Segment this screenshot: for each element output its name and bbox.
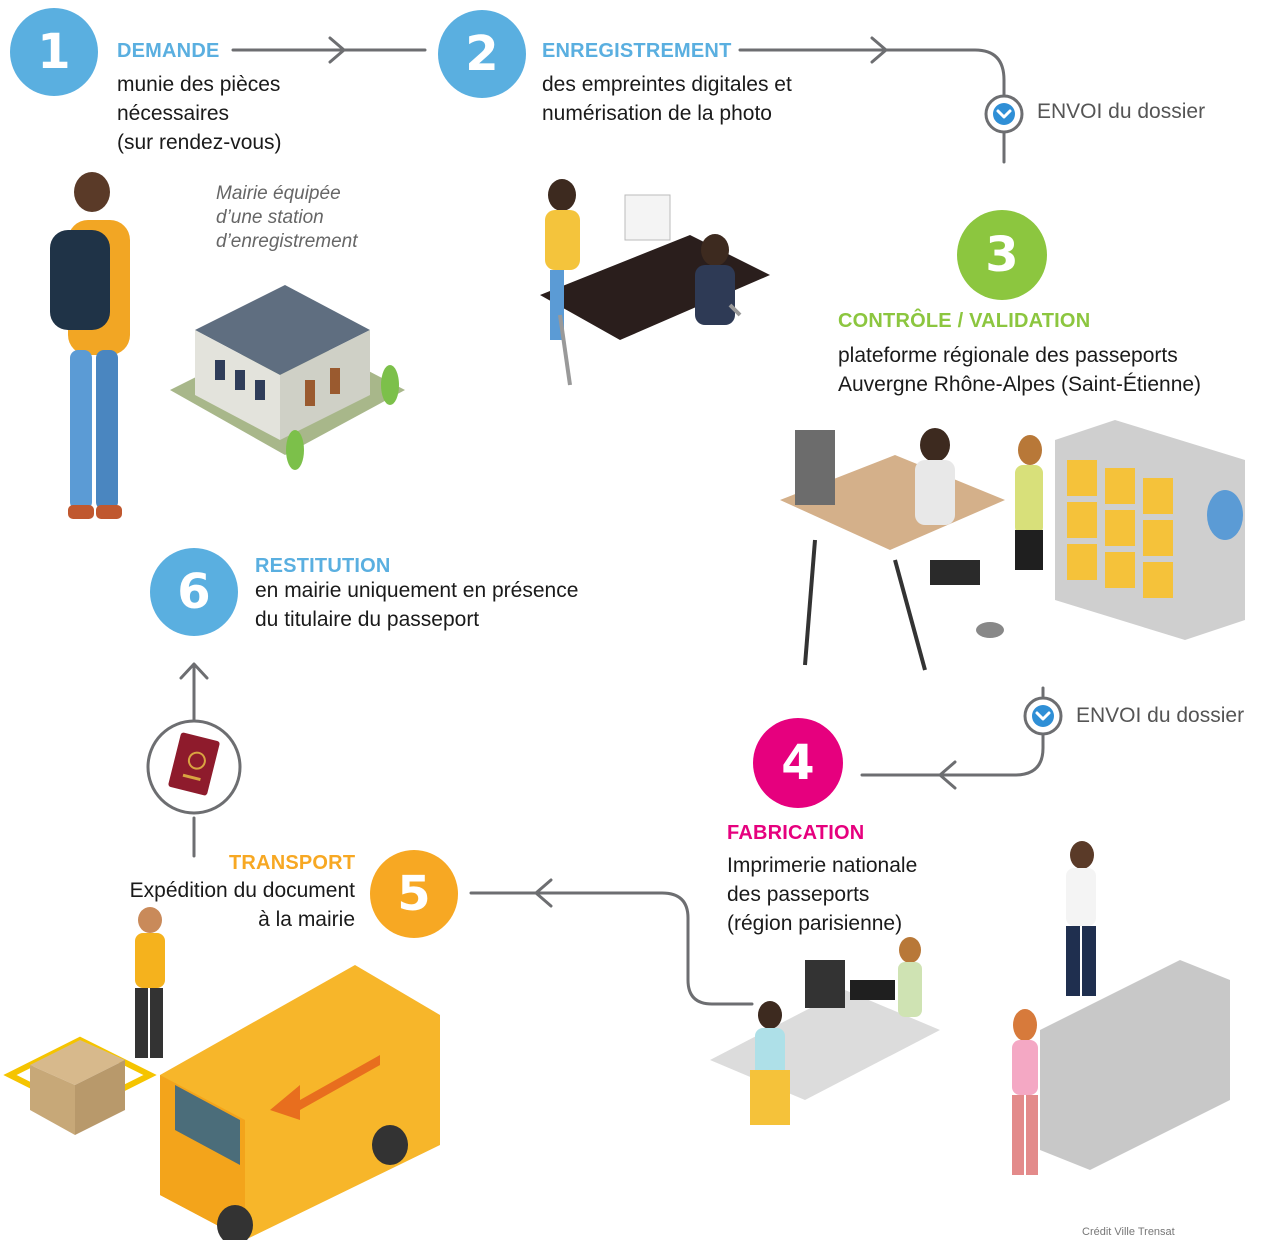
validation-office-illustration [780,420,1245,671]
step-4-title: FABRICATION [727,822,865,844]
town-hall-illustration [170,285,405,470]
step-5-title: TRANSPORT [229,852,356,874]
step-6-description: en mairie uniquement en présence du titu… [255,579,579,631]
passport-factory-illustration [710,841,1230,1175]
passport-icon [146,719,242,815]
step-2-title: ENREGISTREMENT [542,40,732,62]
connector-2-3 [738,48,1006,98]
step-4-badge: 4 [753,718,843,808]
arrow-left-icon [938,760,957,790]
connector-4-5 [469,891,754,1006]
step-5-badge: 5 [370,850,458,938]
chevron-down-icon [1023,696,1063,736]
arrow-right-icon [328,36,346,64]
arrow-up-icon [179,662,209,680]
step-4-description: Imprimerie nationale des passeports (rég… [727,854,918,935]
step-1-description: munie des pièces nécessaires (sur rendez… [117,73,282,154]
person-with-backpack-illustration [50,172,130,519]
registration-desk-illustration [540,179,770,386]
chevron-down-icon [984,94,1024,134]
step-1-badge: 1 [10,8,98,96]
step-6-title: RESTITUTION [255,555,391,577]
envoi-label-2: ENVOI du dossier [1076,704,1245,727]
step-2-description: des empreintes digitales et numérisation… [542,73,792,125]
step-6-badge: 6 [150,548,238,636]
step-5-description: Expédition du document à la mairie [129,879,355,931]
envoi-label-1: ENVOI du dossier [1037,100,1206,123]
step-1-title: DEMANDE [117,40,220,62]
arrow-right-icon [870,36,888,64]
mairie-caption: Mairie équipée d’une station d’enregistr… [216,183,358,252]
image-credit: Crédit Ville Trensat [1082,1226,1175,1238]
arrow-left-icon [534,878,553,908]
step-3-title: CONTRÔLE / VALIDATION [838,310,1091,332]
delivery-van-illustration [3,907,440,1240]
step-3-badge: 3 [957,210,1047,300]
step-3-description: plateforme régionale des passeports Auve… [838,344,1202,396]
step-2-badge: 2 [438,10,526,98]
connector-3-4-lower [860,732,1045,777]
